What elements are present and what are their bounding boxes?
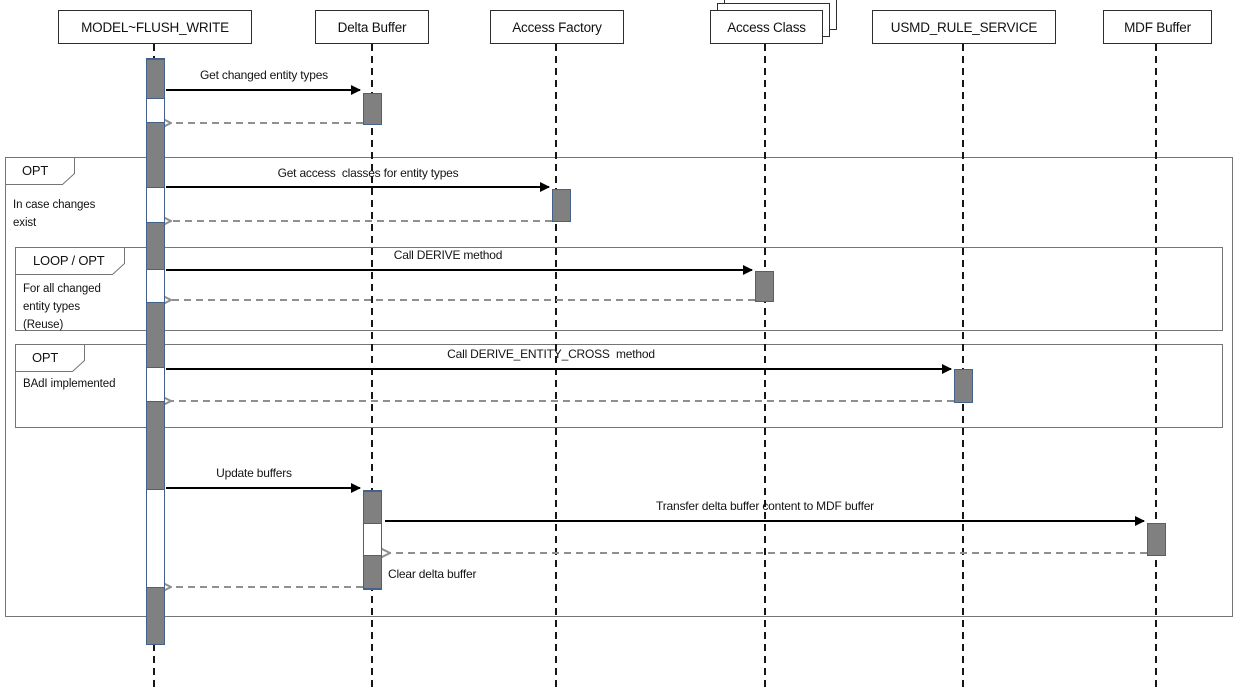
activation-access-factory (552, 189, 571, 222)
fragment-guard-opt-badi: BAdI implemented (23, 378, 116, 390)
lifeline-mdf-buffer (1155, 44, 1157, 690)
activation-segment (146, 122, 165, 188)
actor-box-access-factory: Access Factory (490, 10, 624, 44)
fragment-loop-opt (15, 247, 1223, 331)
message-label-clear-delta-buffer: Clear delta buffer (388, 567, 477, 581)
fragment-guard-opt-outer: In case changes exist (13, 199, 96, 229)
activation-segment (146, 222, 165, 270)
fragment-label-opt-outer: OPT (22, 163, 49, 178)
fragment-guard-loop-opt: For all changed entity types (Reuse) (23, 283, 101, 331)
activation-segment (363, 491, 382, 524)
message-label-call-derive: Call DERIVE method (393, 248, 503, 262)
actor-box-usmd-rule-service: USMD_RULE_SERVICE (872, 10, 1056, 44)
actor-box-delta-buffer: Delta Buffer (315, 10, 429, 44)
lifeline-usmd-rule-service (962, 44, 964, 690)
message-label-transfer-delta-buffer: Transfer delta buffer content to MDF buf… (656, 499, 874, 513)
activation-segment (363, 555, 382, 589)
actor-box-model-flush-write: MODEL~FLUSH_WRITE (58, 10, 252, 44)
actor-box-access-class: Access Class (710, 10, 823, 44)
actor-box-mdf-buffer: MDF Buffer (1103, 10, 1212, 44)
lifeline-delta-buffer (371, 44, 373, 690)
lifeline-access-class (764, 44, 766, 690)
fragment-label-loop-opt: LOOP / OPT (33, 253, 105, 268)
activation-usmd-rule-service (954, 369, 973, 403)
activation-access-class (755, 271, 774, 302)
message-label-update-buffers: Update buffers (216, 466, 292, 480)
activation-delta-buffer-2 (363, 490, 382, 590)
message-label-call-derive-entity-cross: Call DERIVE_ENTITY_CROSS method (447, 347, 655, 361)
activation-segment (146, 59, 165, 99)
lifeline-access-factory (555, 44, 557, 690)
message-label-get-access-classes: Get access classes for entity types (277, 166, 459, 180)
activation-segment (146, 401, 165, 490)
activation-model-flush-write (146, 58, 165, 645)
fragment-opt-badi (15, 344, 1223, 428)
activation-segment (146, 302, 165, 368)
activation-delta-buffer-1 (363, 93, 382, 125)
fragment-opt-outer (5, 157, 1233, 617)
message-label-get-changed-entity-types: Get changed entity types (200, 68, 328, 82)
fragment-label-opt-badi: OPT (32, 350, 59, 365)
activation-segment (146, 587, 165, 645)
activation-mdf-buffer (1147, 523, 1166, 556)
